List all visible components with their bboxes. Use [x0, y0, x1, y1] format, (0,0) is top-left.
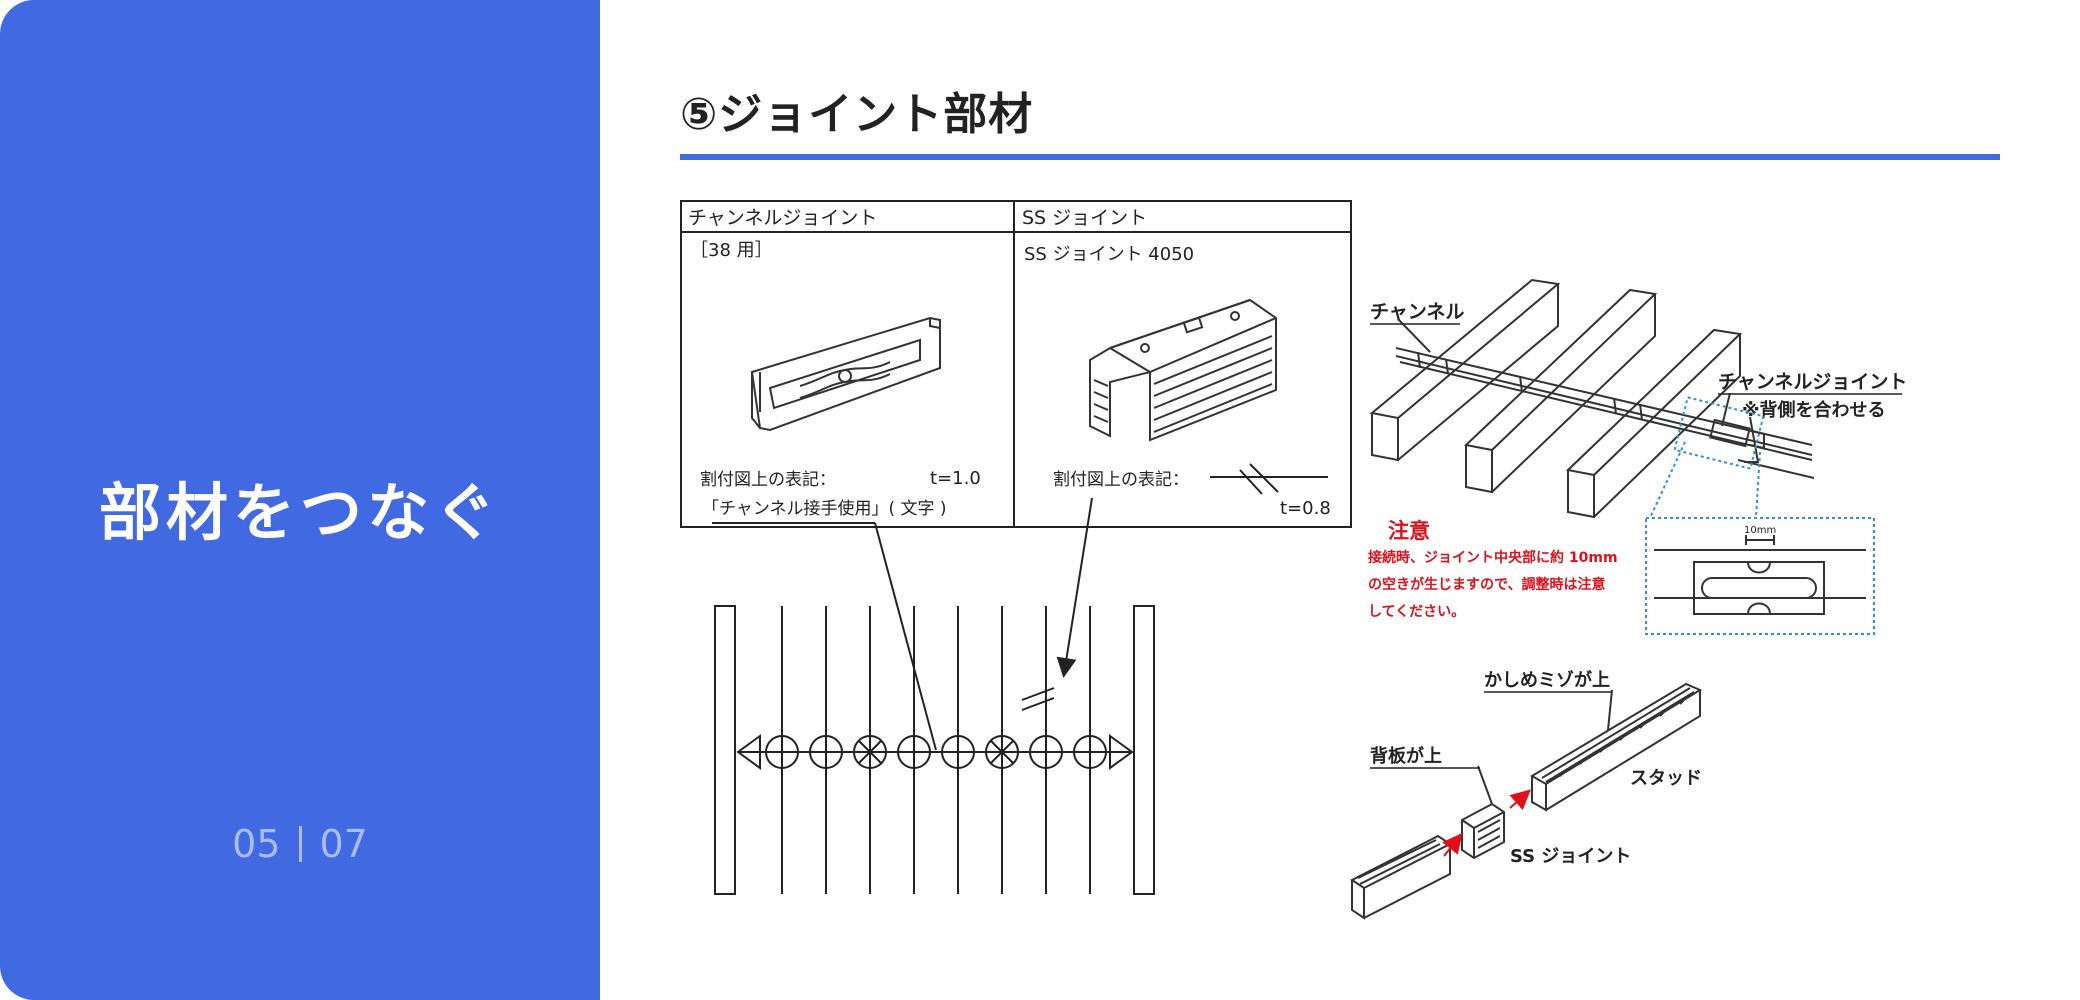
layout-plan — [712, 497, 1155, 895]
col2-header: SS ジョイント — [1022, 207, 1147, 229]
caution-title: 注意 — [1388, 519, 1430, 543]
joint-note: ※背側を合わせる — [1742, 399, 1886, 421]
col2-notation: 割付図上の表記： — [1053, 470, 1189, 490]
ss-joint-label: SS ジョイント — [1510, 846, 1631, 867]
col2-thickness: t=0.8 — [1280, 498, 1331, 519]
ss-joint-drawing — [1089, 298, 1277, 442]
caution-line-2: の空きが生じますので、調整時は注意 — [1368, 576, 1605, 593]
channel-joint-label: チャンネルジョイント — [1718, 371, 1907, 393]
col1-subtitle: ［38 用］ — [690, 240, 773, 261]
channel-label: チャンネル — [1370, 301, 1464, 323]
caution-line-1: 接続時、ジョイント中央部に約 10mm — [1368, 549, 1618, 566]
detail-dimension: 10mm — [1744, 525, 1776, 536]
title-underline — [680, 154, 2000, 160]
joint-detail-callout — [1645, 396, 1875, 635]
back-label: 背板が上 — [1370, 745, 1442, 767]
page-total: 07 — [319, 822, 368, 866]
col1-header: チャンネルジョイント — [688, 207, 877, 229]
caution-line-3: してください。 — [1368, 604, 1465, 620]
page-indicator: 05 07 — [0, 822, 600, 866]
col1-notation: 割付図上の表記： — [700, 470, 836, 490]
col1-thickness: t=1.0 — [930, 468, 981, 489]
page-separator — [298, 826, 302, 862]
col1-usage: 「チャンネル接手使用」( 文字 ) — [702, 498, 947, 519]
col2-subtitle: SS ジョイント 4050 — [1024, 244, 1194, 265]
channel-assembly-drawing — [1369, 278, 1815, 519]
joint-detail-drawing — [1654, 535, 1866, 615]
sidebar-panel: 部材をつなぐ 05 07 — [0, 0, 600, 1000]
groove-label: かしめミゾが上 — [1484, 669, 1610, 691]
stud-label: スタッド — [1630, 768, 1702, 789]
page-current: 05 — [232, 822, 281, 866]
channel-joint-drawing — [750, 316, 941, 432]
ss-notation-symbol — [1210, 463, 1328, 495]
page-title: ⑤ジョイント部材 — [680, 89, 1034, 140]
section-title: 部材をつなぐ — [98, 476, 501, 549]
stud-assembly-drawing — [1350, 682, 1703, 920]
parts-table — [680, 200, 1352, 528]
